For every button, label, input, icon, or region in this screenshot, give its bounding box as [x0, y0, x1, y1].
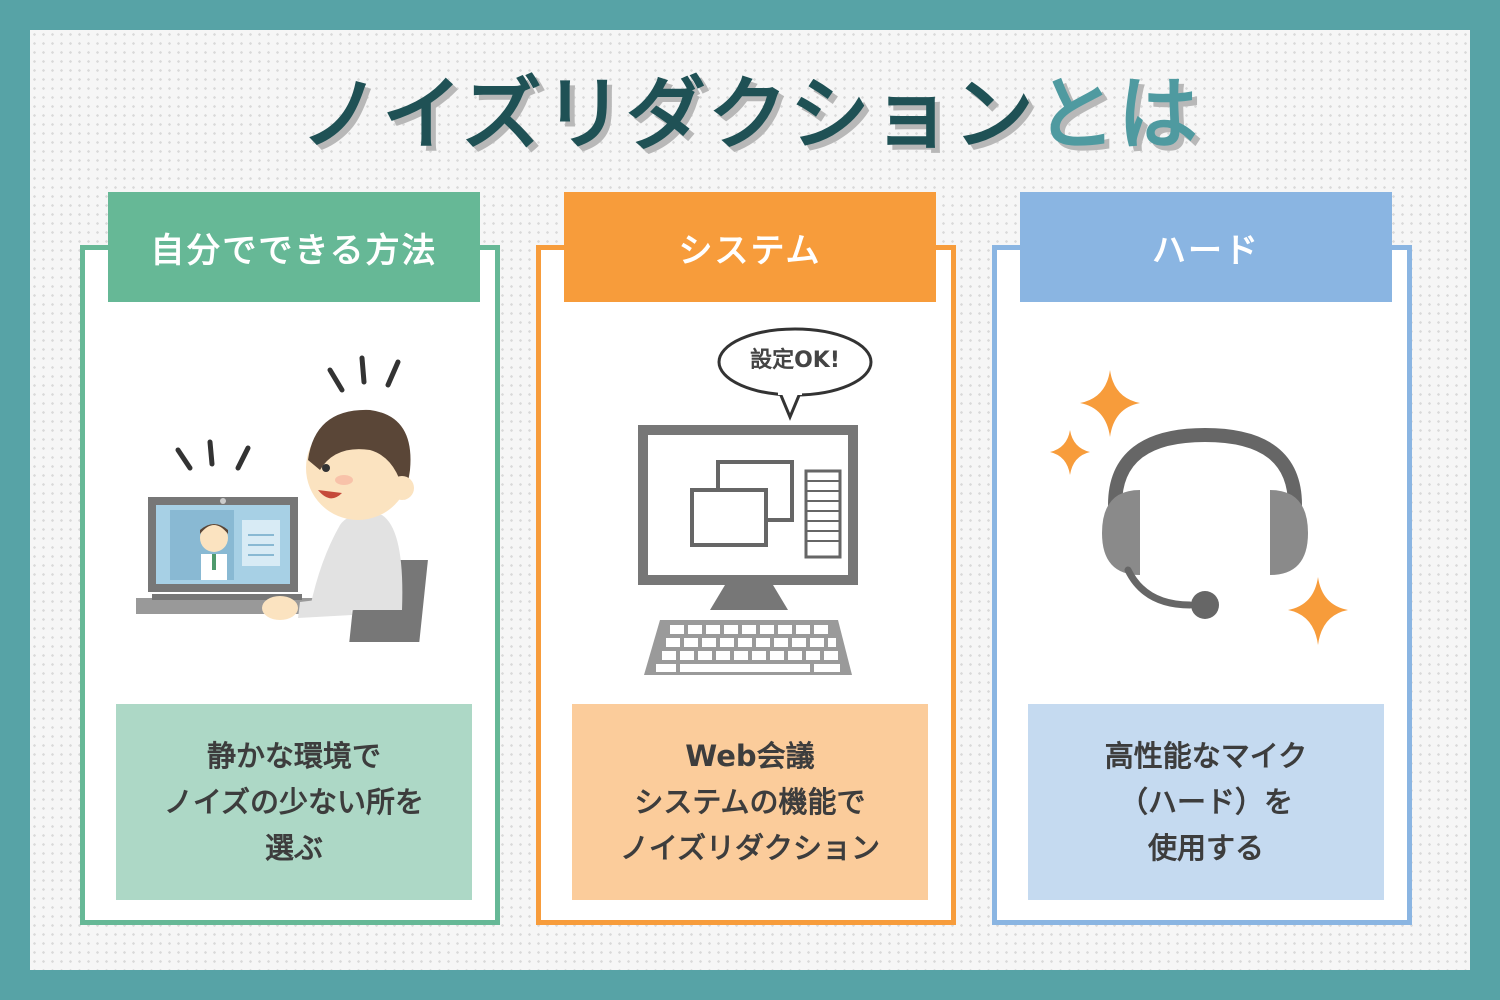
desc-line: ノイズの少ない所を	[163, 785, 425, 819]
desc-line: 静かな環境で	[206, 739, 381, 773]
title-suffix: とは	[1035, 68, 1200, 161]
card-header-self-method: 自分でできる方法	[108, 192, 480, 302]
title-main: ノイズリダクション	[300, 68, 1036, 161]
desc-line: 高性能なマイク	[1104, 739, 1308, 773]
desc-line: 選ぶ	[264, 831, 323, 865]
desc-line: （ハード）を	[1118, 785, 1293, 819]
person-video-call-illustration	[136, 355, 428, 642]
desc-line: システムの機能で	[634, 785, 866, 819]
card-header-system: システム	[564, 192, 936, 302]
desc-system: Web会議 システムの機能で ノイズリダクション	[572, 704, 928, 900]
speech-bubble-text: 設定OK!	[750, 348, 840, 373]
desc-hardware: 高性能なマイク （ハード）を 使用する	[1028, 704, 1384, 900]
desc-self-method: 静かな環境で ノイズの少ない所を 選ぶ	[116, 704, 472, 900]
desktop-computer-illustration	[638, 327, 873, 675]
card-header-hardware: ハード	[1020, 192, 1392, 302]
headset-illustration	[1050, 370, 1348, 645]
desc-line: Web会議	[685, 739, 815, 773]
desc-line: ノイズリダクション	[619, 831, 881, 865]
page-title: ノイズリダクションとは	[0, 60, 1500, 170]
desc-line: 使用する	[1147, 831, 1264, 865]
sparkle-icon	[1050, 370, 1348, 645]
